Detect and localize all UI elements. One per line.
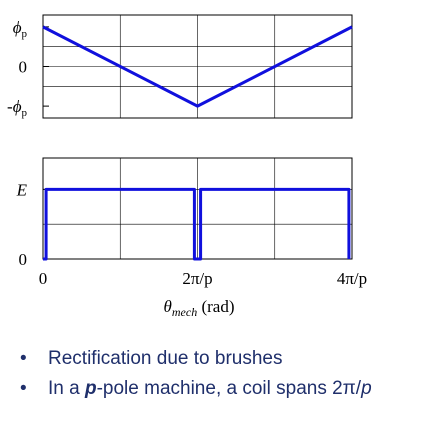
y-tick-label: E: [16, 180, 28, 199]
y-tick-label: 0: [19, 250, 28, 269]
x-axis-label-main: θ: [164, 297, 172, 316]
bullet-text: Rectification due to brushes: [48, 348, 283, 369]
x-axis-label-sub: mech: [172, 305, 197, 319]
emf-panel: E 00 2π/p 4π/p: [16, 157, 367, 288]
x-axis-label-unit: (rad): [197, 297, 234, 316]
bullet-marker: •: [20, 378, 27, 399]
flux-panel: ϕp 0 -ϕp: [7, 14, 353, 119]
bullet-item: • Rectification due to brushes: [20, 344, 372, 374]
x-tick-label: 0: [39, 269, 48, 288]
bullet-item: • In a p-pole machine, a coil spans 2π/p: [20, 374, 372, 404]
y-tick-label: -ϕp: [7, 97, 27, 119]
bullet-marker: •: [20, 348, 27, 369]
x-tick-label: 4π/p: [337, 269, 367, 288]
x-axis-label: θmech (rad): [164, 297, 235, 319]
bullet-list: • Rectification due to brushes • In a p-po…: [20, 344, 372, 404]
data-line: [42, 25, 353, 108]
bullet-text: In a p-pole machine, a coil spans 2π/p: [48, 378, 372, 399]
bullet-text-mid: -pole machine, a coil spans 2π/: [96, 378, 362, 399]
data-line: [43, 187, 351, 261]
bullet-text-pole-italic: p: [361, 378, 372, 399]
x-tick-label: 2π/p: [182, 269, 212, 288]
y-tick-label: ϕp: [13, 18, 28, 40]
y-tick-label: 0: [19, 58, 28, 77]
bullet-text-pole: p: [84, 378, 97, 399]
bullet-text-pre: In a: [48, 378, 85, 399]
